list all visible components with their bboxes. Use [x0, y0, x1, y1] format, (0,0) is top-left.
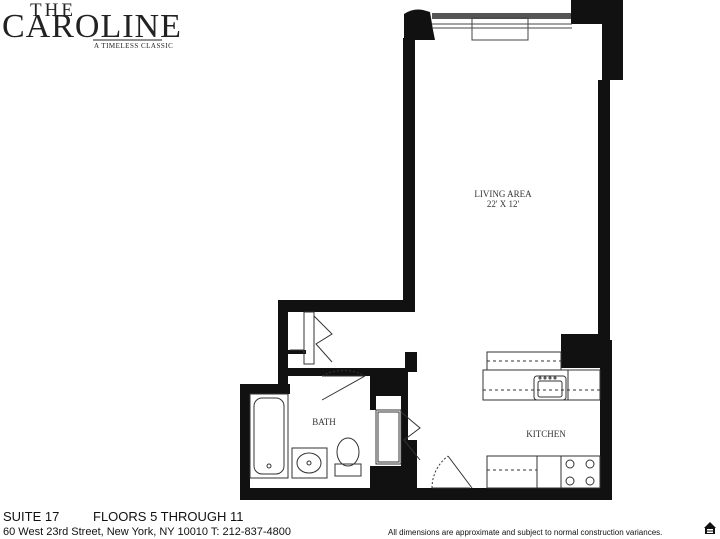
living-area-dims: 22' X 12': [486, 199, 520, 209]
bath-label: BATH: [312, 417, 336, 427]
kitchen-counters: [482, 351, 601, 489]
entry-door: [431, 455, 473, 489]
bathtub: [249, 393, 289, 479]
logo-tagline: A TIMELESS CLASSIC: [94, 42, 174, 50]
living-area-label: LIVING AREA 22' X 12': [465, 189, 541, 209]
dimensions-disclaimer: All dimensions are approximate and subje…: [388, 528, 663, 537]
closet-doors-lower: [375, 409, 421, 465]
logo-name: CAROLINE: [2, 8, 182, 45]
living-area-name: LIVING AREA: [474, 189, 532, 199]
building-address: 60 West 23rd Street, New York, NY 10010 …: [3, 526, 292, 538]
equal-housing-icon: [704, 522, 716, 534]
closet-doors-upper: [290, 311, 333, 365]
walls: [240, 0, 623, 500]
suite-number: SUITE 17: [3, 509, 60, 524]
logo-the: THE: [30, 0, 76, 21]
kitchen-label: KITCHEN: [526, 429, 566, 439]
bath-door: [321, 369, 366, 401]
window: [432, 17, 572, 41]
logo-rule: [93, 39, 162, 41]
floors-range: FLOORS 5 THROUGH 11: [93, 509, 244, 524]
bath-fixtures: [291, 437, 362, 479]
